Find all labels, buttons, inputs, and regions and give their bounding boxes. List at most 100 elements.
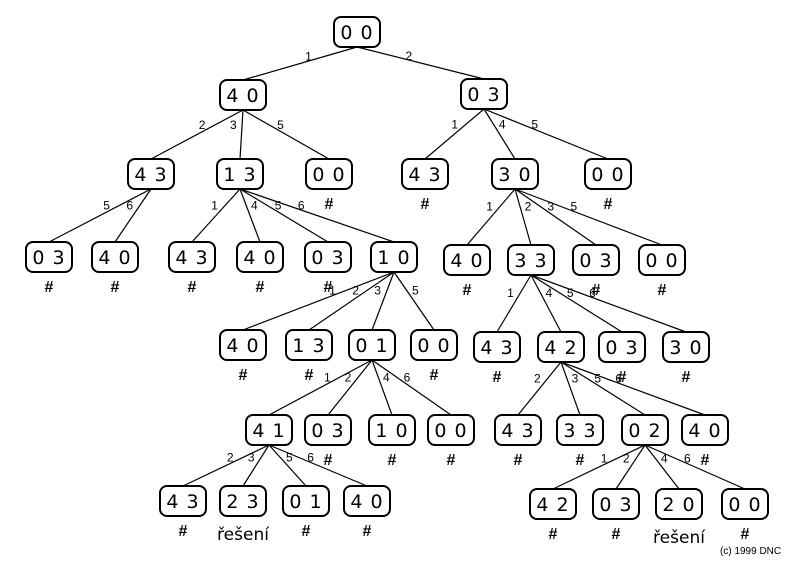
dead-end-mark: # [682,369,691,386]
tree-edge [530,274,623,333]
state-node: 0 3 [25,241,73,273]
state-node-box [236,241,284,273]
solution-label: řešení [653,528,706,548]
state-node: 4 0 [681,414,729,446]
tree-edge [530,274,562,333]
edge-label: 2 [199,118,206,132]
tree-edge [356,46,485,80]
state-node-label: 1 0 [375,420,408,442]
state-node-label: 0 1 [289,491,322,513]
state-node-box [219,329,267,361]
tree-edge [242,271,395,331]
state-node: 0 0 [305,158,353,190]
dead-end-mark: # [604,196,613,213]
dead-end-mark: # [430,367,439,384]
state-node-box [304,241,352,273]
state-node-label: 1 3 [292,335,325,357]
dead-end-mark: # [612,526,621,543]
tree-edge [560,361,581,416]
state-node-box [159,485,207,517]
state-node-label: 4 2 [544,337,577,359]
dead-end-mark: # [493,369,502,386]
state-node: 3 3 [556,414,604,446]
state-node-label: 0 0 [591,164,624,186]
state-node-box [216,158,264,190]
state-node-box [460,78,508,110]
edge-label: 6 [307,450,314,464]
tree-edge [371,359,393,416]
tree-edge [239,188,395,243]
state-node: 4 0 [236,241,284,273]
edge-label: 1 [601,451,608,465]
state-node-box [662,331,710,363]
dead-end-mark: # [324,279,333,296]
dead-end-mark: # [111,279,120,296]
edge-label: 6 [404,370,411,384]
state-node: 0 3 [592,488,640,520]
state-node: 2 0 [655,488,703,520]
tree-edge [191,188,241,243]
state-node: 4 2 [529,488,577,520]
edge-label: 4 [499,118,506,132]
edge-label: 1 [486,200,493,214]
state-node: 4 0 [343,485,391,517]
state-node-box [556,414,604,446]
dead-end-mark: # [701,452,710,469]
state-node-label: 4 3 [134,164,167,186]
state-node-label: 3 0 [669,337,702,359]
dead-end-mark: # [658,282,667,299]
dead-end-mark: # [179,523,188,540]
tree-edge [239,188,261,243]
edge-label: 5 [531,118,538,132]
tree-edge [242,46,358,81]
edge-label: 2 [345,370,352,384]
dead-end-mark: # [363,523,372,540]
edge-label: 2 [534,372,541,386]
dead-end-mark: # [576,452,585,469]
state-node-box [91,241,139,273]
state-node-box [655,488,703,520]
dead-end-mark: # [618,369,627,386]
state-node-label: 0 3 [579,250,612,272]
state-node-label: 4 3 [175,247,208,269]
state-node-label: 0 3 [605,337,638,359]
state-node: 4 0 [91,241,139,273]
edge-label: 3 [230,118,237,132]
edge-label: 1 [507,286,514,300]
tree-edge [514,188,663,246]
tree-edge [560,361,706,416]
tree-edge [242,109,330,160]
state-node: 0 1 [348,329,396,361]
state-node: 4 0 [219,79,267,111]
edge-label: 2 [623,451,630,465]
state-node-label: 0 0 [340,22,373,44]
state-node-label: 2 3 [226,491,259,513]
state-node-box [681,414,729,446]
state-node-label: 4 0 [226,335,259,357]
edge-label: 3 [248,450,255,464]
dead-end-mark: # [741,526,750,543]
state-node-label: 4 1 [252,420,285,442]
state-node-box [410,329,458,361]
state-node-box [333,16,381,48]
state-node: 1 3 [216,158,264,190]
state-node-label: 3 3 [563,420,596,442]
edge-label: 1 [329,283,336,297]
state-node-label: 4 0 [226,85,259,107]
tree-edge [48,188,152,243]
dead-end-mark: # [592,282,601,299]
edge-label: 5 [594,372,601,386]
edge-label: 5 [275,199,282,213]
state-node: 4 3 [159,485,207,517]
state-node: 1 3 [285,329,333,361]
state-node: 4 1 [245,414,293,446]
tree-edge [308,271,395,331]
state-node: 4 3 [494,414,542,446]
state-node: 0 3 [598,331,646,363]
tree-edge [552,444,646,490]
state-node-label: 0 0 [312,164,345,186]
state-node: 4 2 [537,331,585,363]
edge-label: 5 [277,118,284,132]
edge-label: 4 [661,451,668,465]
